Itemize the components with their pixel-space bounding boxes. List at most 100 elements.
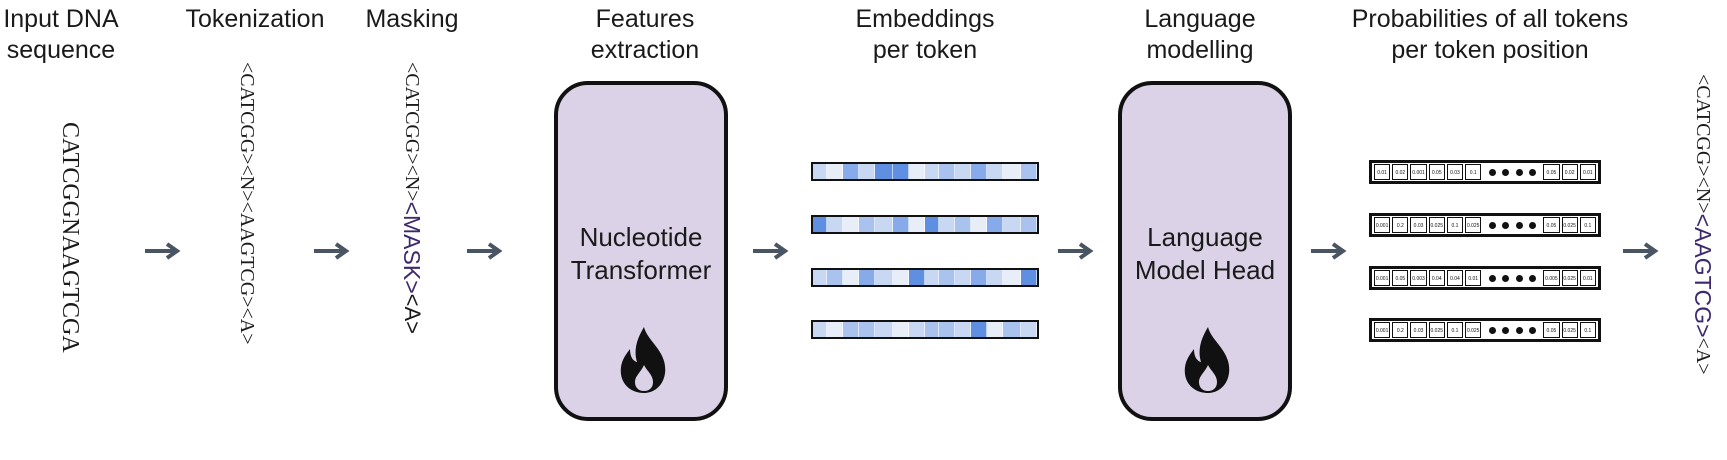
embedding-cell: [1002, 270, 1021, 285]
ellipsis-dot: [1515, 221, 1523, 229]
embedding-vector: [811, 268, 1039, 287]
probability-cell: 0.05: [1543, 217, 1560, 233]
embedding-cell: [938, 270, 955, 285]
embedding-cell: [924, 322, 939, 337]
probability-cell: 0.025: [1465, 217, 1482, 233]
probability-cell: 0.003: [1410, 270, 1427, 286]
header-embeddings: Embeddings per token: [855, 5, 995, 64]
probability-cell: 0.025: [1428, 322, 1445, 338]
nucleotide-transformer-block: Nucleotide Transformer: [554, 81, 728, 421]
embedding-cell: [986, 164, 1003, 179]
arrow-right-icon: [467, 242, 503, 260]
embedding-cell: [1020, 270, 1037, 285]
probability-cell: 0.025: [1465, 322, 1482, 338]
ellipsis-dot: [1515, 274, 1523, 282]
token: <AAGTCG>: [236, 201, 258, 308]
embedding-cell: [858, 164, 875, 179]
embedding-cell: [970, 217, 987, 232]
header-tokenization: Tokenization: [185, 5, 325, 33]
embedding-cell: [892, 270, 909, 285]
output-token: <CATCGG>: [1692, 74, 1714, 177]
output-token-list: <CATCGG><N><AAGTCG><A>: [1689, 74, 1716, 375]
embedding-cell: [954, 322, 971, 337]
probability-cell: 0.2: [1392, 322, 1409, 338]
embedding-cell: [924, 164, 939, 179]
ellipsis-dot: [1515, 326, 1523, 334]
token: <CATCGG>: [236, 62, 258, 165]
embedding-cell: [874, 217, 893, 232]
embedding-cell: [986, 322, 1003, 337]
embedding-cell: [892, 217, 909, 232]
language-model-head-block: Language Model Head: [1118, 81, 1292, 421]
predicted-token: <AAGTCG>: [1690, 213, 1716, 338]
probability-cell: 0.05: [1428, 164, 1445, 180]
arrow-right-icon: [314, 242, 350, 260]
token: <A>: [236, 307, 258, 345]
header-masking: Masking: [365, 5, 459, 33]
arrow-right-icon: [145, 242, 181, 260]
embedding-cell: [813, 164, 827, 179]
probability-cell: 0.001: [1410, 164, 1427, 180]
embedding-cell: [908, 270, 925, 285]
probability-cell: 0.01: [1374, 164, 1391, 180]
embedding-cell: [858, 270, 875, 285]
ellipsis-dot: [1488, 221, 1496, 229]
embedding-cell: [813, 322, 827, 337]
embedding-cell: [908, 217, 925, 232]
probability-cell: 0.001: [1374, 322, 1391, 338]
header-probabilities: Probabilities of all tokens per token po…: [1351, 5, 1629, 64]
masked-token: <CATCGG>: [401, 62, 423, 165]
ellipsis-dots: [1482, 217, 1542, 233]
probability-cell: 0.03: [1446, 164, 1464, 180]
probability-cell: 0.001: [1374, 217, 1391, 233]
embedding-cell: [892, 164, 909, 179]
model-label: Language Model Head: [1134, 222, 1276, 285]
embedding-cell: [938, 322, 955, 337]
ellipsis-dot: [1488, 274, 1496, 282]
arrow-right-icon: [1058, 242, 1094, 260]
output-token: <N>: [1692, 176, 1714, 214]
embedding-cell: [1002, 322, 1021, 337]
probability-cell: 0.04: [1446, 270, 1464, 286]
embedding-cell: [874, 270, 893, 285]
ellipsis-dot: [1529, 168, 1537, 176]
embedding-vector: [811, 320, 1039, 339]
probability-cell: 0.1: [1579, 322, 1596, 338]
embedding-cell: [938, 217, 955, 232]
embedding-cell: [1002, 217, 1021, 232]
embedding-cell: [842, 164, 859, 179]
probability-cell: 0.05: [1543, 164, 1560, 180]
ellipsis-dot: [1515, 168, 1523, 176]
embedding-cell: [813, 217, 827, 232]
embedding-cell: [954, 217, 971, 232]
probability-cell: 0.2: [1392, 217, 1409, 233]
embedding-cell: [842, 322, 859, 337]
model-label: Nucleotide Transformer: [570, 222, 712, 285]
probability-cell: 0.02: [1561, 164, 1578, 180]
embedding-cell: [938, 164, 955, 179]
ellipsis-dot: [1488, 168, 1496, 176]
embedding-cell: [1020, 164, 1037, 179]
header-language: Language modelling: [1144, 5, 1256, 64]
ellipsis-dot: [1529, 221, 1537, 229]
header-features: Features extraction: [590, 5, 700, 64]
probability-cell: 0.1: [1446, 322, 1464, 338]
probability-cell: 0.02: [1392, 164, 1409, 180]
embedding-cell: [1002, 164, 1021, 179]
embedding-cell: [892, 322, 909, 337]
arrow-right-icon: [1311, 242, 1347, 260]
embedding-cell: [826, 322, 843, 337]
probability-cell: 0.01: [1579, 164, 1596, 180]
fire-icon: [620, 327, 666, 393]
probability-cell: 0.01: [1579, 270, 1596, 286]
embedding-cell: [924, 217, 939, 232]
embedding-cell: [1020, 322, 1037, 337]
embedding-cell: [908, 164, 925, 179]
fire-icon: [1184, 327, 1230, 393]
embedding-cell: [986, 217, 1003, 232]
